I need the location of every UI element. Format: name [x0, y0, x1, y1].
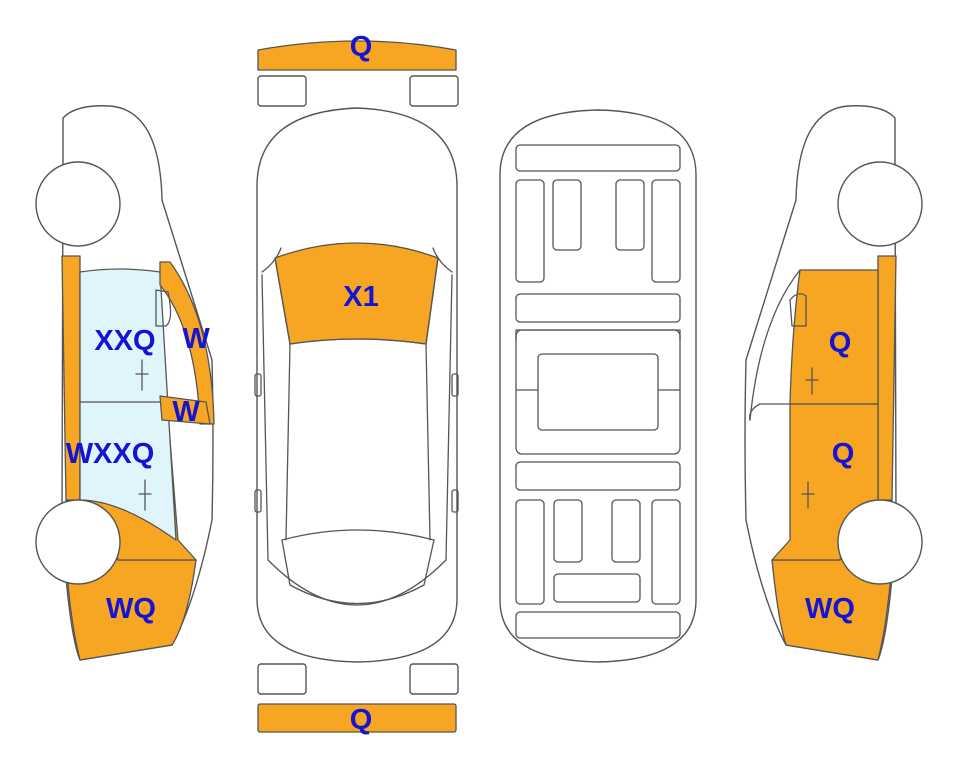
left-mirror-label: W — [172, 396, 200, 428]
left-window-glass[interactable] — [79, 268, 177, 541]
left-a-pillar-label: W — [182, 323, 210, 355]
left-a-pillar-panel[interactable] — [159, 261, 215, 425]
right-front-door-label: Q — [832, 438, 855, 470]
hood-label: X1 — [343, 281, 378, 313]
front-bumper-label: Q — [350, 31, 373, 63]
right-rear-door-label: Q — [829, 327, 852, 359]
rear-left-light — [257, 663, 307, 695]
right-front-fender-label: WQ — [805, 593, 855, 625]
left-mirror-panel[interactable] — [159, 395, 211, 425]
front-right-light — [409, 75, 459, 107]
rear-right-light — [409, 663, 459, 695]
underbody-outline — [499, 109, 697, 663]
underbody-view — [499, 109, 697, 663]
right-side-view — [744, 105, 923, 661]
top-view-car — [254, 107, 459, 663]
rear-bumper-panel[interactable] — [257, 703, 457, 733]
left-side-view — [35, 105, 215, 661]
left-front-door-label: WXXQ — [66, 438, 155, 470]
front-bumper-panel[interactable] — [257, 40, 457, 71]
left-front-window-label: XXQ — [94, 325, 155, 357]
rear-bumper-label: Q — [350, 704, 373, 736]
front-left-light — [257, 75, 307, 107]
left-front-fender-label: WQ — [106, 593, 156, 625]
top-view-body — [256, 107, 458, 663]
